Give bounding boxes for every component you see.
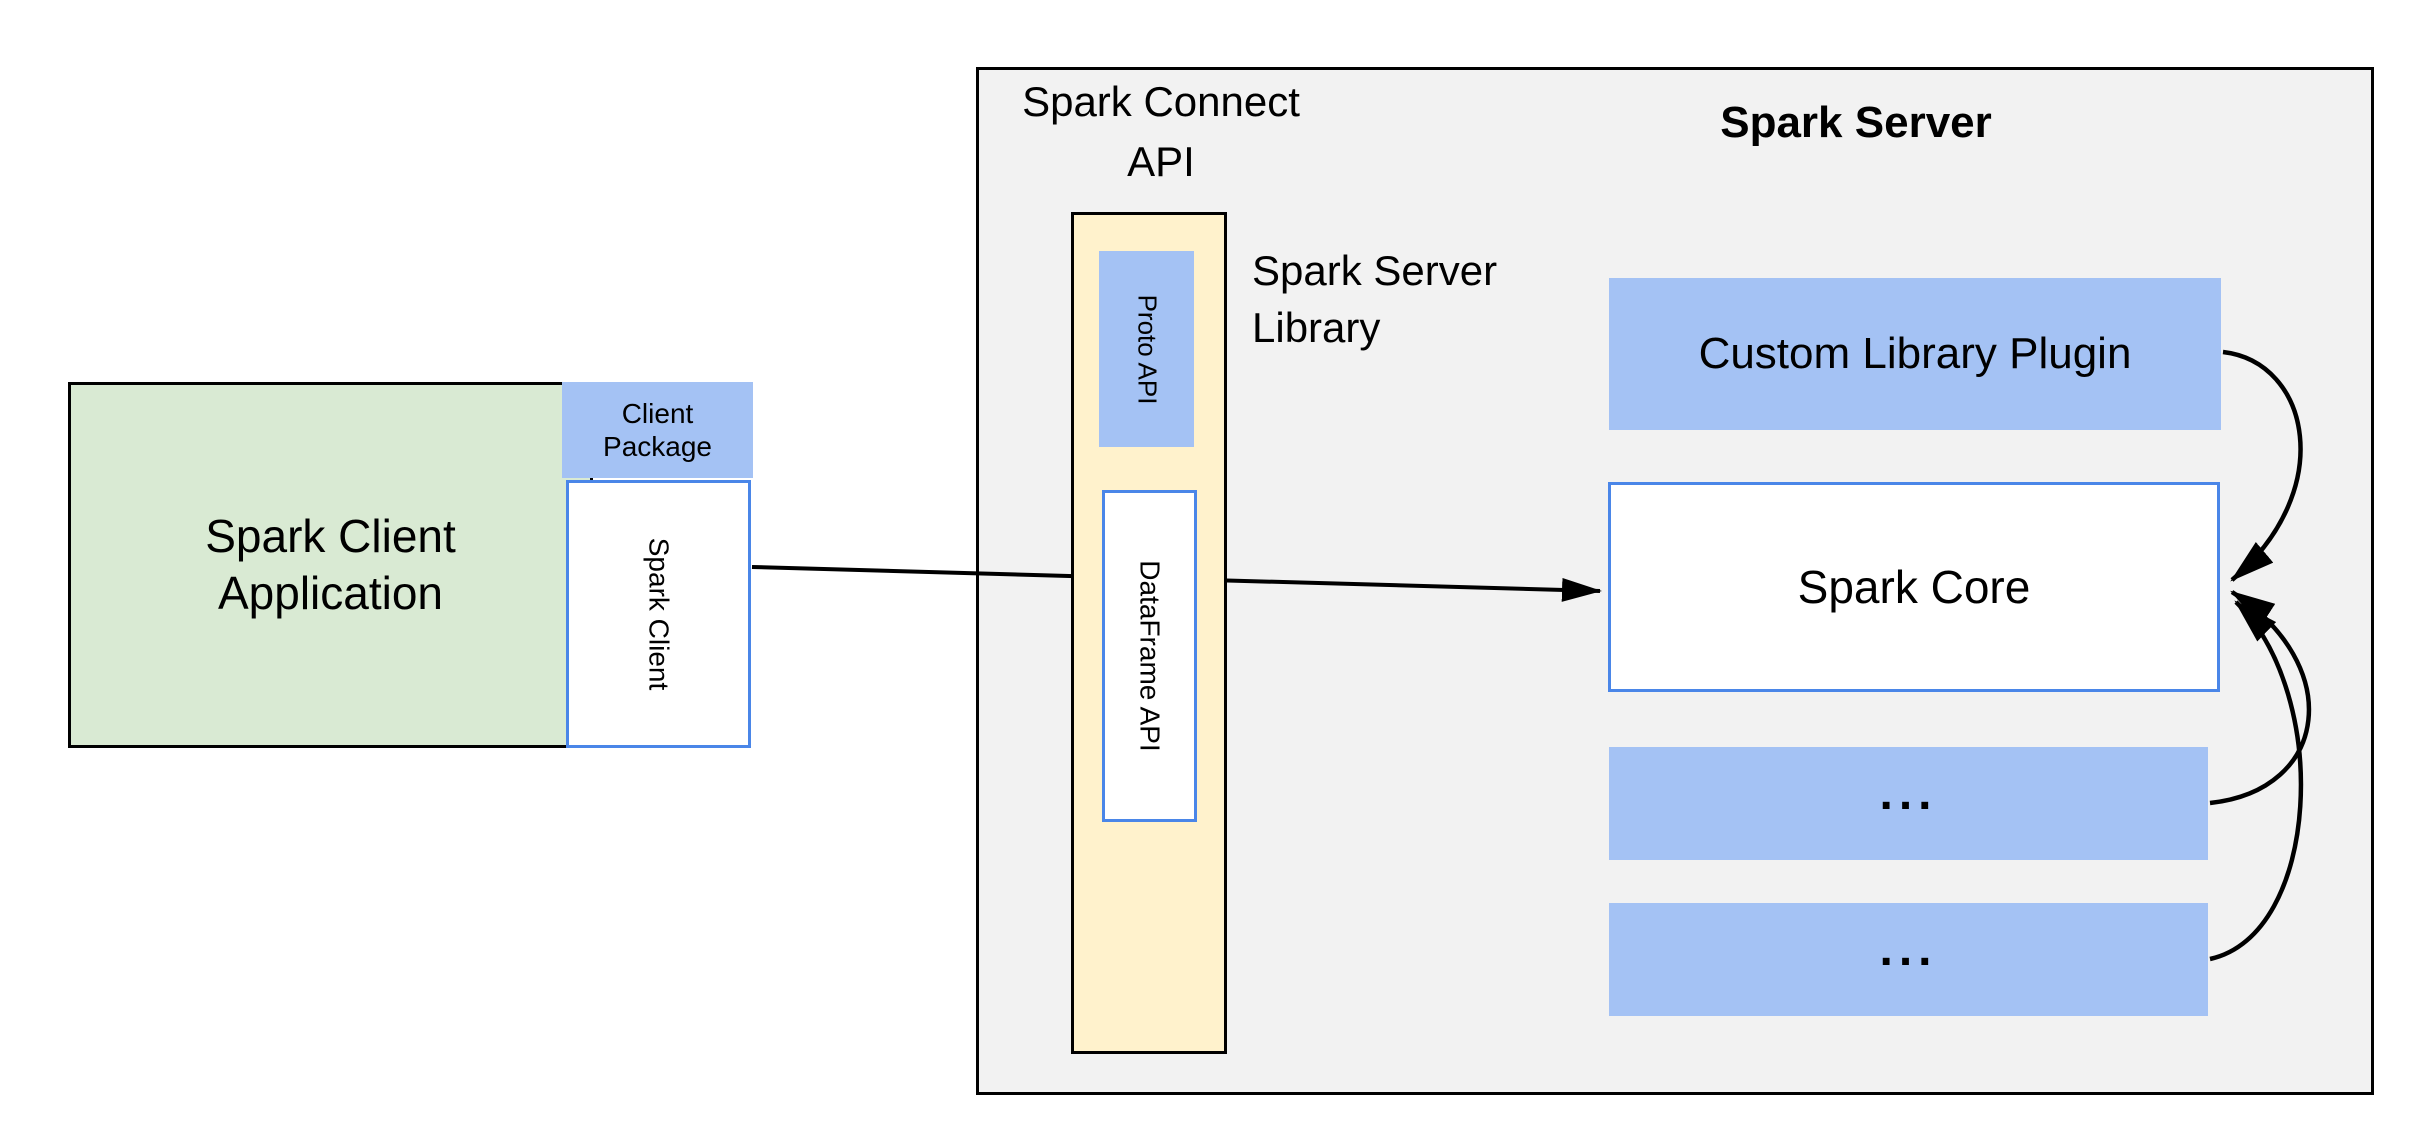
spark-server-library-label: Spark Server Library: [1252, 242, 1572, 356]
spark-client-application-box: Spark Client Application: [68, 382, 593, 748]
client-package-label: Client Package: [603, 397, 712, 463]
spark-client-application-label: Spark Client Application: [205, 508, 456, 622]
custom-library-plugin-label: Custom Library Plugin: [1698, 329, 2132, 378]
extension2-to-core-arrow: [2209, 600, 2304, 962]
spark-server-title: Spark Server: [1720, 98, 1992, 147]
spark-connect-api-label-line1: Spark Connect: [1022, 78, 1300, 125]
spark-connect-api-label: Spark Connect API: [961, 72, 1361, 192]
plugin-to-core-arrow: [2222, 349, 2303, 582]
client-package-label-line1: Client: [621, 398, 694, 429]
client-package-box: Client Package: [562, 382, 753, 478]
server-extension-box-2: ...: [1609, 903, 2208, 1016]
spark-core-label: Spark Core: [1797, 561, 2031, 613]
custom-library-plugin-box: Custom Library Plugin: [1609, 278, 2221, 430]
server-extension-2-label: ...: [1879, 923, 1938, 976]
spark-core-box: Spark Core: [1608, 482, 2220, 692]
extension1-to-core-arrow: [2209, 590, 2312, 806]
spark-client-application-label-line2: Application: [217, 567, 444, 619]
dataframe-api-box: DataFrame API: [1102, 490, 1197, 822]
proto-api-box: Proto API: [1099, 251, 1194, 447]
spark-server-library-label-line1: Spark Server: [1252, 247, 1498, 294]
spark-server-library-label-line2: Library: [1252, 304, 1381, 351]
spark-client-box: Spark Client: [566, 480, 751, 748]
client-package-label-line2: Package: [603, 431, 712, 462]
server-extension-1-label: ...: [1879, 767, 1938, 820]
server-extension-box-1: ...: [1609, 747, 2208, 860]
spark-connect-api-label-line2: API: [1127, 138, 1195, 185]
spark-client-application-label-line1: Spark Client: [205, 510, 456, 562]
